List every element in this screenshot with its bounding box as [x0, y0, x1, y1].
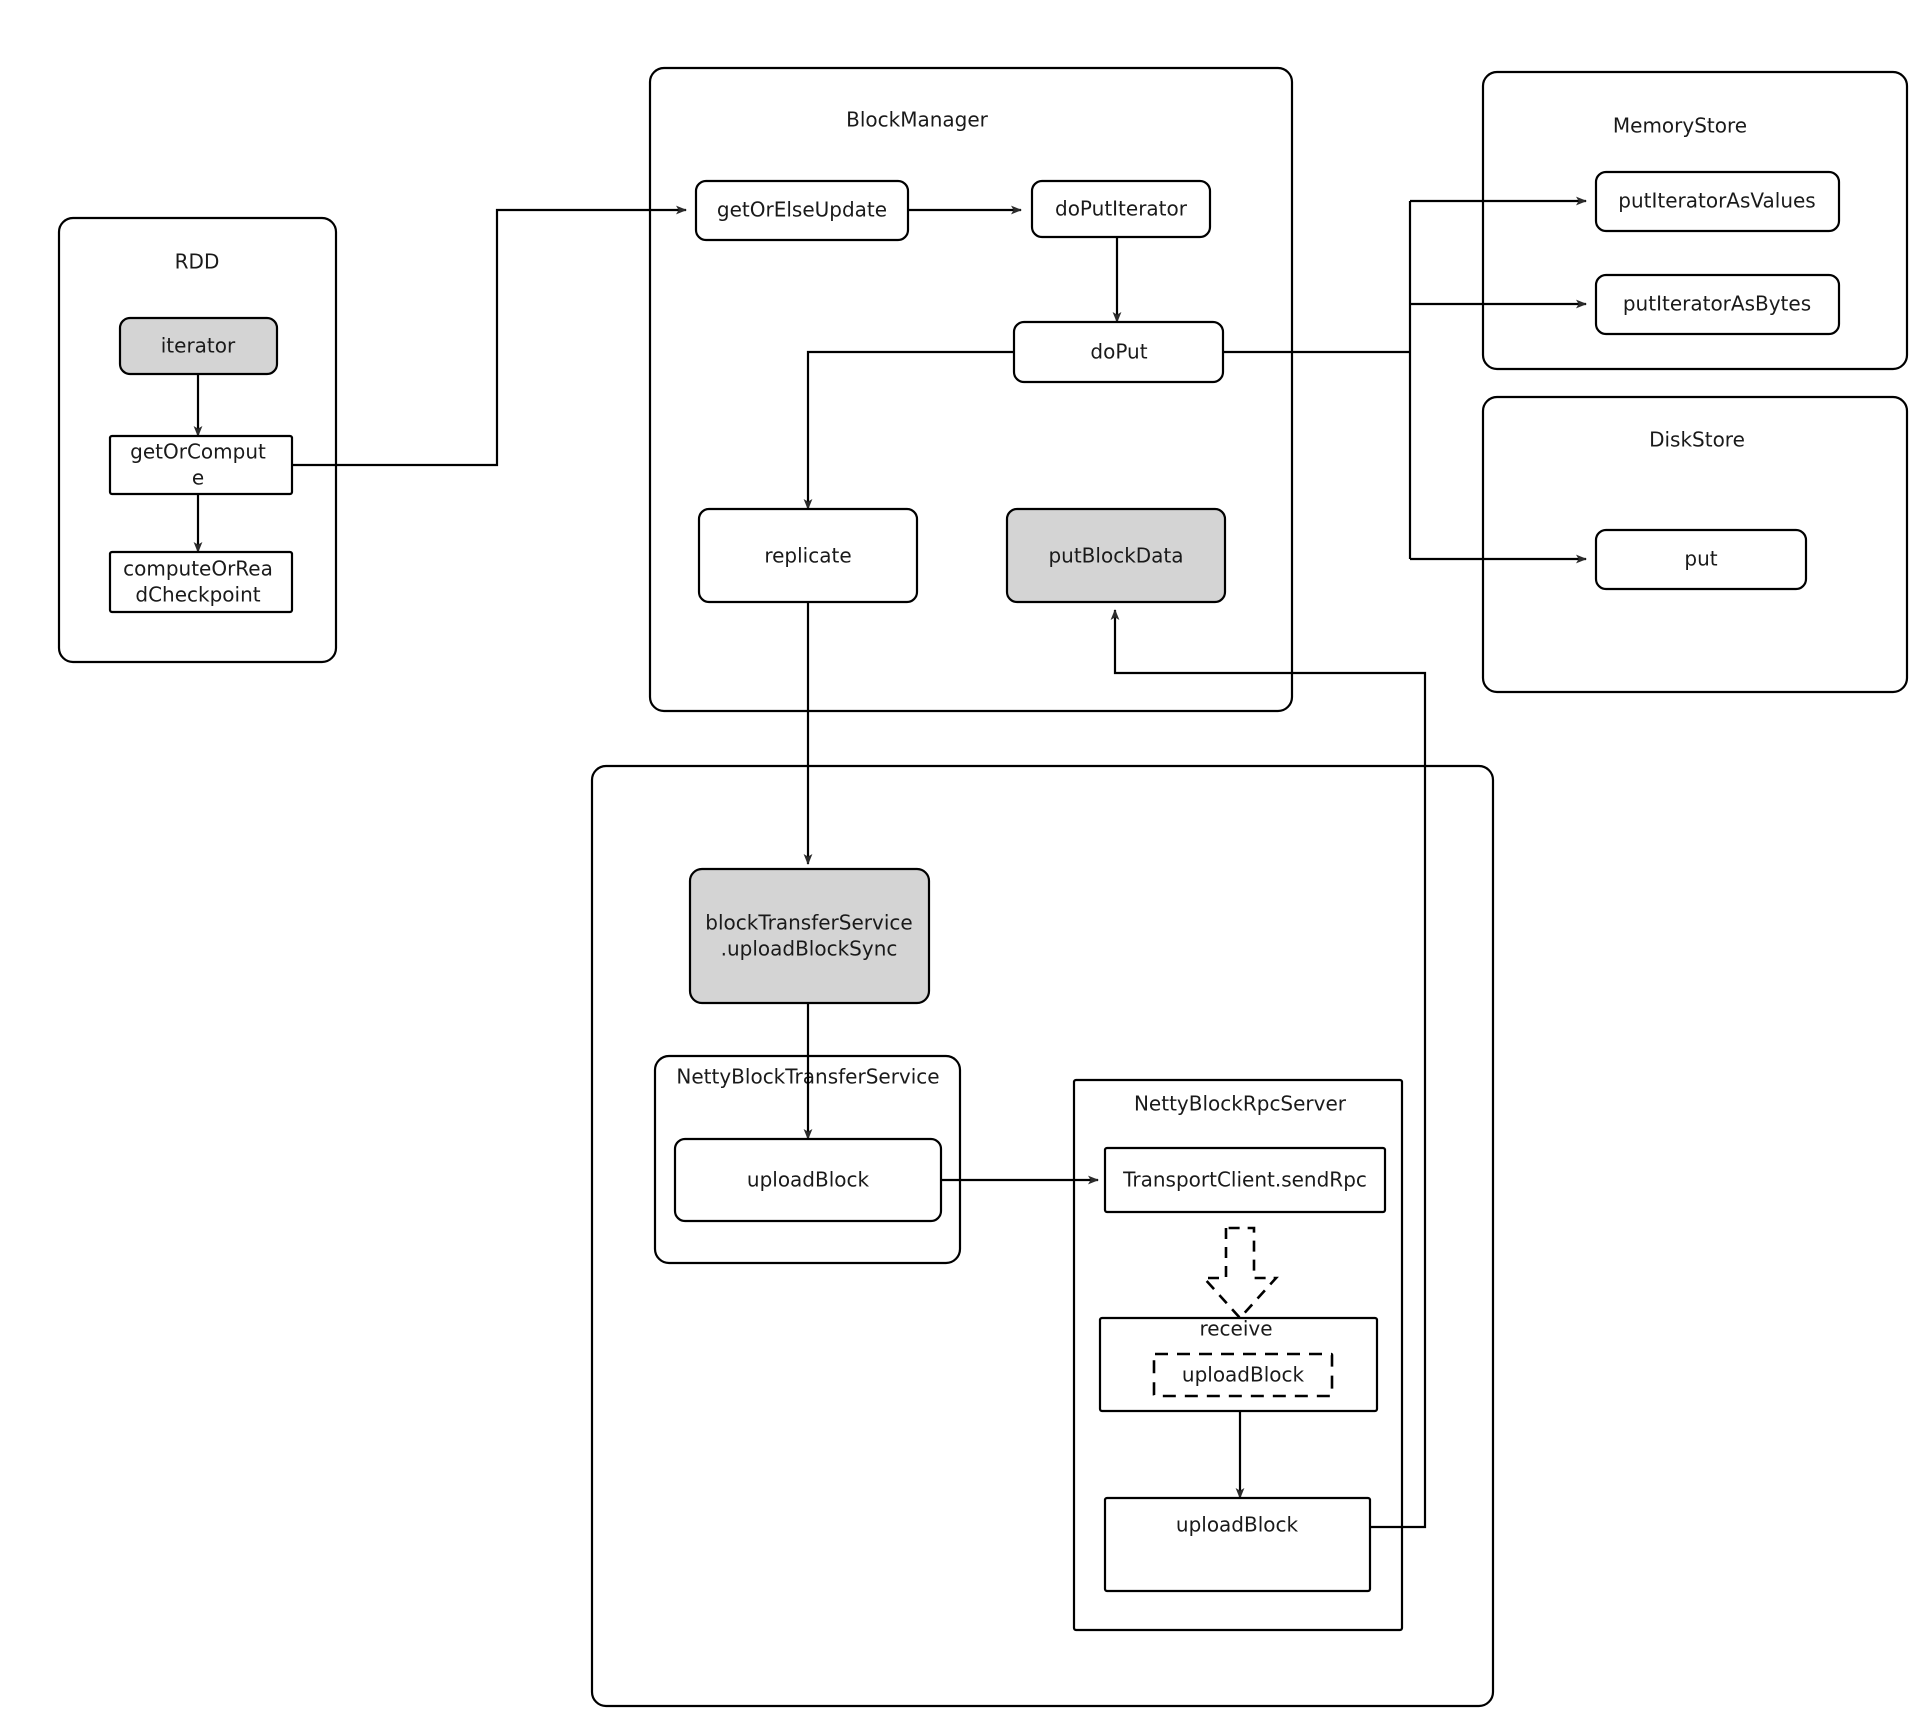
container-block-manager: BlockManager — [648, 66, 1294, 713]
disk-put-rect[interactable] — [1594, 528, 1808, 591]
disk-put-label: put — [1684, 547, 1717, 571]
upload-block-client-label: uploadBlock — [747, 1168, 870, 1192]
node-transport-client-send-rpc[interactable]: TransportClient.sendRpc — [1103, 1146, 1387, 1214]
edge-getorcompute-to-getorelseupdate — [291, 205, 687, 467]
compute-or-read-checkpoint-label-line2: dCheckpoint — [135, 583, 260, 607]
rdd-container-label: RDD — [175, 250, 220, 274]
node-do-put[interactable]: doPut — [1012, 320, 1225, 384]
do-put-label: doPut — [1090, 340, 1147, 364]
replicate-label: replicate — [764, 544, 851, 568]
put-iterator-as-bytes-rect[interactable] — [1594, 273, 1841, 336]
replicate-rect[interactable] — [697, 507, 919, 604]
put-iterator-as-bytes-label: putIteratorAsBytes — [1623, 292, 1811, 316]
node-get-or-compute[interactable]: getOrComput e — [108, 434, 294, 496]
memory-store-container-label: MemoryStore — [1613, 114, 1747, 138]
block-transfer-service-label-line1: blockTransferService — [705, 911, 912, 935]
node-replicate[interactable]: replicate — [697, 507, 919, 604]
compute-or-read-checkpoint-rect[interactable] — [108, 550, 294, 614]
upload-block-server-rect[interactable] — [1103, 1496, 1372, 1593]
upload-block-client-rect[interactable] — [673, 1137, 943, 1223]
node-disk-put[interactable]: put — [1594, 528, 1808, 591]
node-put-iterator-as-bytes[interactable]: putIteratorAsBytes — [1594, 273, 1841, 336]
receive-upload-block-label: uploadBlock — [1182, 1363, 1305, 1387]
put-block-data-rect[interactable] — [1005, 507, 1227, 604]
disk-store-container-label: DiskStore — [1649, 428, 1745, 452]
get-or-compute-rect[interactable] — [108, 434, 294, 496]
put-block-data-label: putBlockData — [1048, 544, 1183, 568]
node-compute-or-read-checkpoint[interactable]: computeOrRea dCheckpoint — [108, 550, 294, 614]
block-transfer-service-upload-block-sync-rect[interactable] — [688, 867, 931, 1005]
block-transfer-service-label-line2: .uploadBlockSync — [721, 937, 898, 961]
put-iterator-as-values-label: putIteratorAsValues — [1618, 189, 1815, 213]
node-do-put-iterator[interactable]: doPutIterator — [1030, 179, 1212, 239]
iterator-rect[interactable] — [118, 316, 279, 376]
hollow-dashed-arrow-icon — [1201, 1226, 1279, 1320]
edge-uploadblock-server-to-putblockdata — [1110, 609, 1427, 1529]
node-block-transfer-service-upload-block-sync[interactable]: blockTransferService .uploadBlockSync — [688, 867, 931, 1005]
do-put-iterator-rect[interactable] — [1030, 179, 1212, 239]
do-put-iterator-label: doPutIterator — [1055, 197, 1188, 221]
block-manager-container-label: BlockManager — [846, 108, 989, 132]
node-put-iterator-as-values[interactable]: putIteratorAsValues — [1594, 170, 1841, 233]
do-put-rect[interactable] — [1012, 320, 1225, 384]
node-upload-block-client[interactable]: uploadBlock — [673, 1137, 943, 1223]
block-manager-container-rect — [648, 66, 1294, 713]
put-iterator-as-values-rect[interactable] — [1594, 170, 1841, 233]
node-receive[interactable]: receive uploadBlock — [1098, 1317, 1379, 1413]
node-upload-block-server[interactable]: uploadBlock — [1103, 1496, 1372, 1593]
node-iterator[interactable]: iterator — [118, 316, 279, 376]
upload-block-server-label: uploadBlock — [1176, 1513, 1299, 1537]
get-or-compute-label-line2: e — [192, 466, 204, 490]
compute-or-read-checkpoint-label-line1: computeOrRea — [123, 557, 273, 581]
get-or-else-update-label: getOrElseUpdate — [717, 198, 887, 222]
netty-block-rpc-server-container-label: NettyBlockRpcServer — [1134, 1092, 1347, 1116]
edge-doput-to-replicate — [803, 350, 1014, 510]
node-put-block-data[interactable]: putBlockData — [1005, 507, 1227, 604]
receive-label: receive — [1199, 1317, 1272, 1341]
transport-client-send-rpc-rect[interactable] — [1103, 1146, 1387, 1214]
get-or-compute-label-line1: getOrComput — [130, 440, 266, 464]
receive-upload-block-rect[interactable] — [1152, 1352, 1334, 1398]
transport-client-send-rpc-label: TransportClient.sendRpc — [1122, 1168, 1367, 1192]
get-or-else-update-rect[interactable] — [694, 179, 910, 242]
iterator-label: iterator — [161, 334, 236, 358]
node-get-or-else-update[interactable]: getOrElseUpdate — [694, 179, 910, 242]
